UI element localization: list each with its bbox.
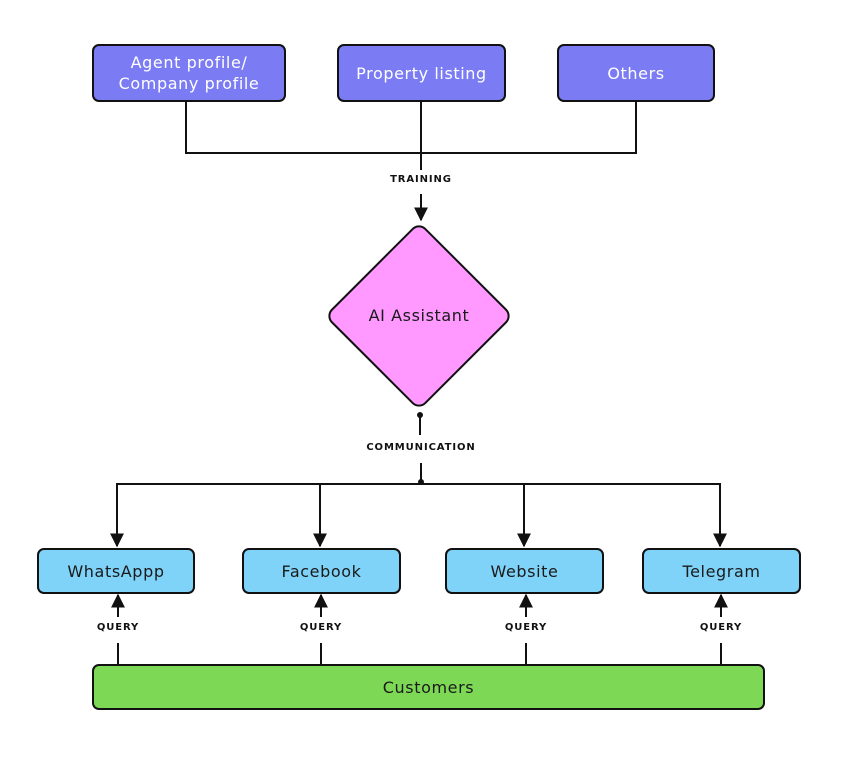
agent-company-profile-label: Agent profile/ Company profile xyxy=(118,53,260,93)
others-box: Others xyxy=(557,44,715,102)
telegram-label: Telegram xyxy=(682,561,761,581)
ai-assistant-diamond xyxy=(328,225,510,407)
facebook-box: Facebook xyxy=(242,548,401,594)
website-label: Website xyxy=(490,561,559,581)
property-listing-label: Property listing xyxy=(356,63,487,83)
query-label-telegram: QUERY xyxy=(697,622,745,633)
customers-box: Customers xyxy=(92,664,765,710)
others-label: Others xyxy=(607,63,665,83)
property-listing-box: Property listing xyxy=(337,44,506,102)
telegram-box: Telegram xyxy=(642,548,801,594)
ai-assistant-label: AI Assistant xyxy=(368,306,470,325)
communication-label: COMMUNICATION xyxy=(364,442,478,453)
training-label: TRAINING xyxy=(388,174,454,185)
facebook-label: Facebook xyxy=(281,561,362,581)
whatsapp-box: WhatsAppp xyxy=(37,548,195,594)
query-label-facebook: QUERY xyxy=(297,622,345,633)
query-label-whatsapp: QUERY xyxy=(94,622,142,633)
customers-label: Customers xyxy=(382,677,475,697)
communication-dot-top xyxy=(417,412,423,418)
website-box: Website xyxy=(445,548,604,594)
whatsapp-label: WhatsAppp xyxy=(67,561,165,581)
query-label-website: QUERY xyxy=(502,622,550,633)
agent-company-profile-box: Agent profile/ Company profile xyxy=(92,44,286,102)
